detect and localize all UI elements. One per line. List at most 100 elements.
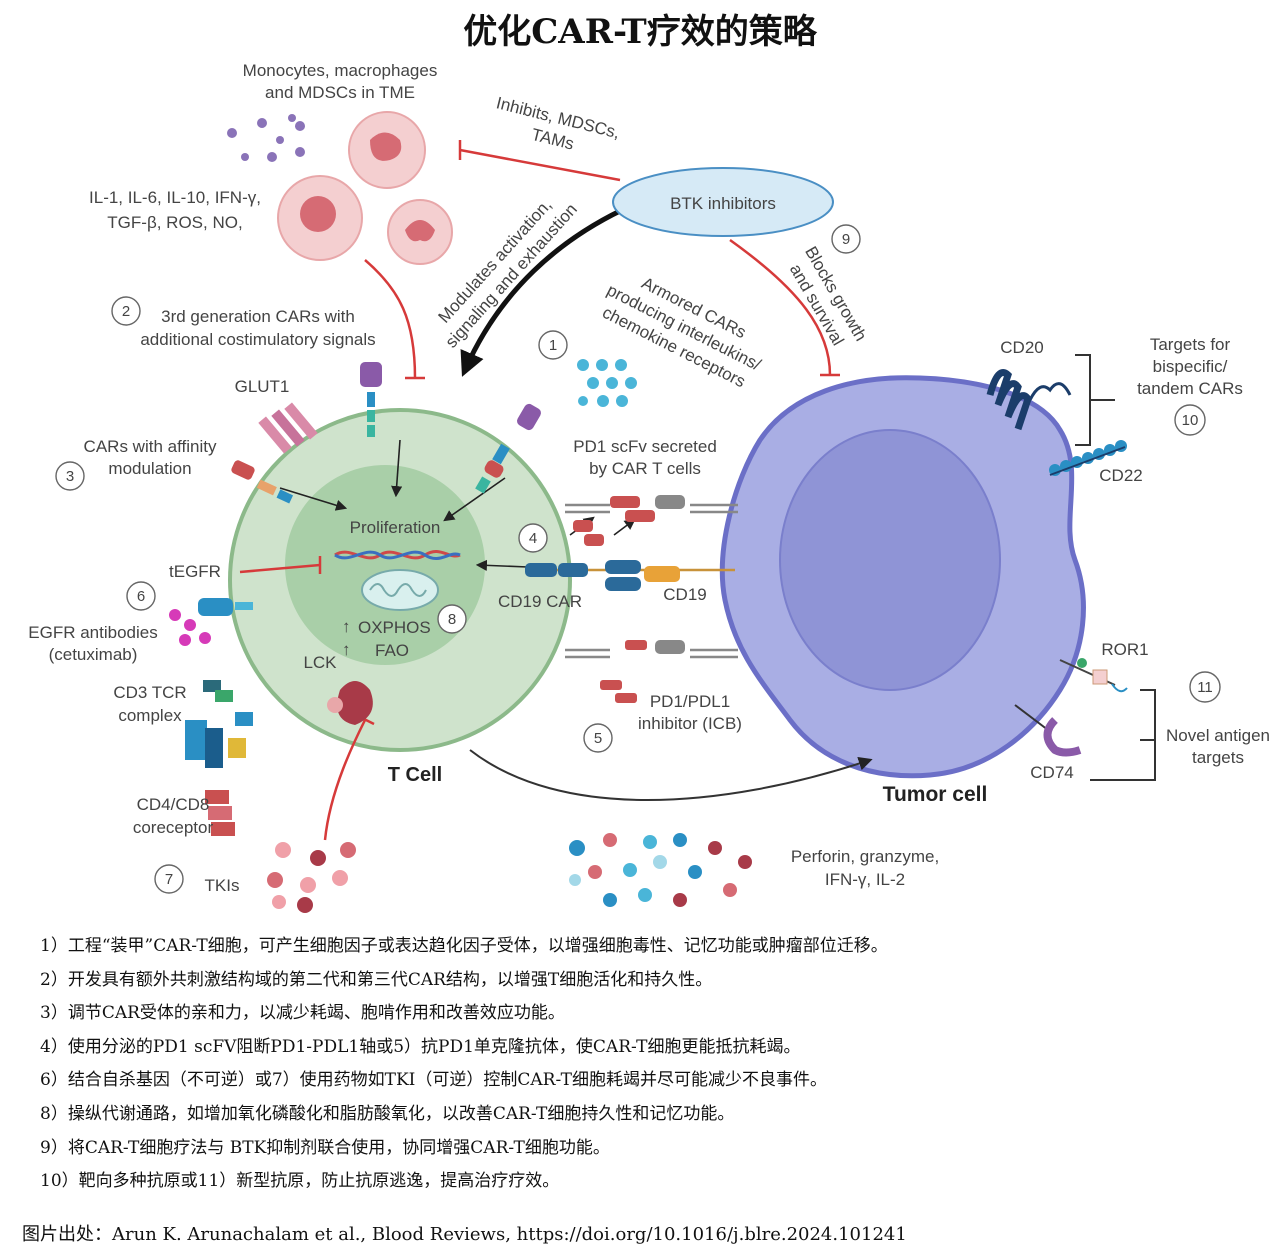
svg-text:10: 10	[1182, 412, 1199, 429]
perforin-label-1: Perforin, granzyme,	[791, 847, 939, 866]
tumor-nucleus	[779, 429, 1001, 691]
cd20-label: CD20	[1000, 338, 1043, 357]
fao-label: FAO	[375, 641, 409, 660]
svg-text:1: 1	[549, 337, 557, 354]
note-item: 1）工程“装甲”CAR-T细胞，可产生细胞因子或表达趋化因子受体，以增强细胞毒性…	[40, 936, 888, 956]
note-item: 6）结合自杀基因（不可逆）或7）使用药物如TKI（可逆）控制CAR-T细胞耗竭并…	[40, 1070, 827, 1091]
tumor-label: Tumor cell	[883, 783, 988, 806]
step-numbers: 1 2 3 4 5 6 7 8 9 10 11	[55, 224, 1221, 894]
svg-text:4: 4	[529, 530, 537, 547]
cd3-tcr-complex-icon	[185, 680, 253, 768]
number-marker: 8	[437, 604, 467, 634]
citation: 图片出处：Arun K. Arunachalam et al., Blood R…	[22, 1224, 907, 1245]
page-title: 优化CAR-T疗效的策略	[463, 12, 817, 52]
cytokines-label-2: TGF-β, ROS, NO,	[107, 213, 242, 232]
car-t-diagram: 1 2 3 4 5 6 7 8 9 10 11 Monocytes, macro…	[28, 61, 1270, 913]
btk-label: BTK inhibitors	[670, 194, 776, 213]
svg-text:5: 5	[594, 730, 602, 747]
cd19car-label: CD19 CAR	[498, 592, 582, 611]
svg-text:11: 11	[1197, 679, 1213, 696]
affinity-label-2: modulation	[108, 459, 191, 478]
affinity-label-1: CARs with affinity	[84, 437, 217, 456]
btk-arrow	[460, 207, 624, 377]
pd1-scfv-label-2: by CAR T cells	[589, 459, 701, 478]
targets-label-2: bispecific/	[1153, 357, 1228, 376]
oxphos-arrow-icon: ↑	[342, 617, 351, 636]
number-marker: 10	[1174, 404, 1206, 436]
tegfr-icon	[198, 598, 253, 616]
svg-text:9: 9	[842, 231, 850, 248]
tme-cytokine-dots	[227, 114, 305, 162]
egfr-ab-label-1: EGFR antibodies	[28, 623, 157, 642]
brackets	[1075, 354, 1156, 781]
btk-inhibitors-node	[612, 167, 834, 237]
tki-dots	[267, 842, 356, 913]
cd4cd8-label-1: CD4/CD8	[137, 795, 210, 814]
targets-label-1: Targets for	[1150, 335, 1231, 354]
number-marker: 9	[831, 224, 861, 254]
armored-car-dots	[577, 359, 637, 407]
pd1-icons	[573, 495, 685, 703]
number-marker: 1	[538, 330, 568, 360]
mitochondrion-icon	[361, 569, 439, 611]
number-marker: 3	[55, 461, 85, 491]
pd1-pdl1-label-1: PD1/PDL1	[650, 692, 730, 711]
ror1-icon	[1059, 658, 1128, 693]
lck-icon	[327, 681, 373, 725]
novel-label-1: Novel antigen	[1166, 726, 1270, 745]
tegfr-label: tEGFR	[169, 562, 221, 581]
monocytes-label-1: Monocytes, macrophages	[243, 61, 438, 80]
ror1-label: ROR1	[1101, 640, 1148, 659]
inhibition-lines	[239, 140, 840, 841]
cd4-cd8-coreceptor-icon	[205, 790, 235, 836]
note-item: 3）调节CAR受体的亲和力，以减少耗竭、胞啃作用和改善效应功能。	[40, 1003, 565, 1024]
monocytes-label-2: and MDSCs in TME	[265, 83, 415, 102]
svg-text:8: 8	[448, 611, 456, 628]
number-marker: 4	[518, 523, 548, 553]
oxphos-label: OXPHOS	[358, 618, 431, 637]
tumor-cell	[719, 375, 1086, 779]
cd4cd8-label-2: coreceptor	[133, 818, 214, 837]
t-cell	[228, 408, 572, 752]
perforin-label-2: IFN-γ, IL-2	[825, 870, 905, 889]
receptors	[185, 362, 541, 836]
targets-label-3: tandem CARs	[1137, 379, 1243, 398]
cd3-label-2: complex	[118, 706, 182, 725]
svg-text:6: 6	[137, 588, 145, 605]
number-marker: 2	[111, 296, 141, 326]
cd22-label: CD22	[1099, 466, 1142, 485]
cd19-label: CD19	[663, 585, 706, 604]
cd19-car-icon	[525, 560, 680, 591]
number-marker: 5	[583, 723, 613, 753]
tkis-label: TKIs	[205, 876, 240, 895]
note-item: 10）靶向多种抗原或11）新型抗原，防止抗原逃逸，提高治疗疗效。	[40, 1171, 560, 1192]
egfr-ab-label-2: (cetuximab)	[49, 645, 138, 664]
cytokines-label-1: IL-1, IL-6, IL-10, IFN-γ,	[89, 188, 261, 207]
affinity-car-icon	[231, 460, 294, 504]
tcell-label: T Cell	[388, 764, 442, 786]
novel-label-2: targets	[1192, 748, 1244, 767]
number-marker: 7	[154, 864, 184, 894]
note-item: 4）使用分泌的PD1 scFV阻断PD1-PDL1轴或5）抗PD1单克隆抗体，使…	[40, 1036, 801, 1057]
tumor-antigens	[986, 369, 1128, 757]
egfr-antibody-dots	[169, 609, 211, 646]
modulates-label-2: signaling and exhaustion	[442, 200, 581, 352]
killing-arrow	[469, 749, 873, 801]
cd74-label: CD74	[1030, 763, 1073, 782]
svg-text:2: 2	[122, 303, 130, 320]
glut1-transporter-icon	[258, 402, 318, 454]
pd1-scfv-label-1: PD1 scFv secreted	[573, 437, 717, 456]
pd1-pdl1-label-2: inhibitor (ICB)	[638, 714, 742, 733]
cd3-label-1: CD3 TCR	[113, 683, 186, 702]
svg-text:3: 3	[66, 468, 74, 485]
glut1-label: GLUT1	[235, 377, 290, 396]
note-item: 2）开发具有额外共刺激结构域的第二代和第三代CAR结构，以增强T细胞活化和持久性…	[40, 969, 713, 990]
third-gen-car-icon	[360, 362, 382, 437]
strategy-notes: 1）工程“装甲”CAR-T细胞，可产生细胞因子或表达趋化因子受体，以增强细胞毒性…	[40, 930, 1260, 1199]
immune-cells	[277, 111, 453, 265]
perforin-dots	[569, 833, 752, 907]
cd74-icon	[1014, 704, 1082, 757]
number-marker: 11	[1189, 671, 1221, 703]
note-item: 9）将CAR-T细胞疗法与 BTK抑制剂联合使用，协同增强CAR-T细胞功能。	[40, 1137, 610, 1158]
note-item: 8）操纵代谢通路，如增加氧化磷酸化和脂肪酸氧化，以改善CAR-T细胞持久性和记忆…	[40, 1103, 735, 1124]
